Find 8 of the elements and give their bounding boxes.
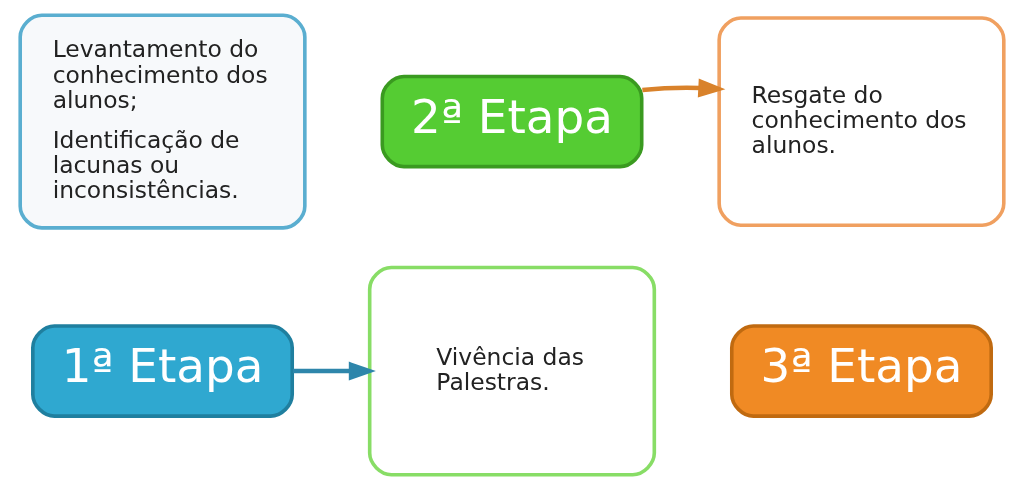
- node-box: Resgate do conhecimento dos alunos.: [716, 16, 1006, 227]
- node-box: Levantamento do conhecimento dos alunos; Identificação de lacunas ou inconsistências.: [17, 13, 307, 230]
- node-box: Vivência das Palestras.: [367, 265, 656, 477]
- arrow: [292, 361, 376, 381]
- node-box: 2ª Etapa: [380, 74, 643, 169]
- node-box: 3ª Etapa: [729, 324, 993, 418]
- node-box: 1ª Etapa: [30, 324, 294, 418]
- arrow: [641, 78, 725, 98]
